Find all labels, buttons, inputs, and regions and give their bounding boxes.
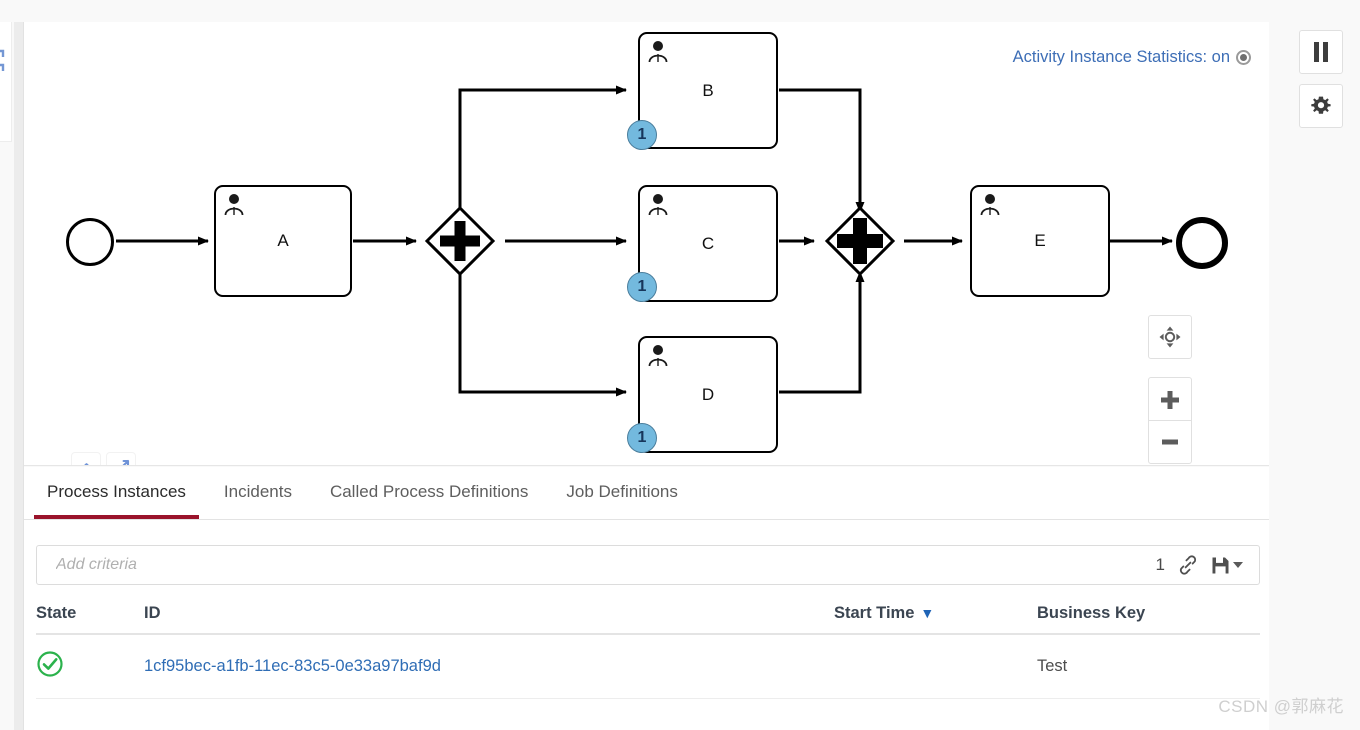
user-task-icon — [648, 194, 668, 216]
clipped-arrow-icon — [0, 49, 5, 71]
join-gateway — [824, 205, 896, 277]
detail-tabs[interactable]: Process Instances Incidents Called Proce… — [24, 467, 1269, 520]
column-header-state[interactable]: State — [36, 598, 144, 635]
zoom-in-button[interactable] — [1148, 377, 1192, 421]
fork-gateway — [424, 205, 496, 277]
process-instance-id-link[interactable]: 1cf95bec-a1fb-11ec-83c5-0e33a97baf9d — [144, 657, 441, 675]
pause-icon — [1314, 42, 1328, 62]
search-tools: 1 — [1156, 555, 1259, 575]
search-input[interactable] — [37, 546, 1156, 584]
pause-button[interactable] — [1299, 30, 1343, 74]
start-event[interactable] — [66, 218, 114, 266]
task-D[interactable]: D — [638, 336, 778, 453]
user-task-icon — [980, 194, 1000, 216]
left-gutter — [0, 0, 14, 730]
left-clipped-panel — [0, 22, 12, 142]
expand-diagram-button[interactable] — [106, 452, 136, 465]
chevron-down-icon — [1233, 562, 1243, 568]
tab-process-instances[interactable]: Process Instances — [34, 482, 199, 519]
cell-start-time — [834, 634, 1037, 699]
copy-link-icon[interactable] — [1178, 555, 1198, 575]
cell-business-key: Test — [1037, 634, 1260, 699]
save-icon — [1212, 557, 1229, 573]
user-task-icon — [224, 194, 244, 216]
activity-instance-badge-C[interactable]: 1 — [627, 272, 657, 302]
user-task-icon — [648, 345, 668, 367]
result-count: 1 — [1155, 555, 1165, 574]
end-event[interactable] — [1176, 217, 1228, 269]
plus-icon — [1161, 390, 1179, 409]
state-completed-icon — [36, 650, 64, 678]
process-instances-table: State ID Start Time ▼ Business Key — [36, 598, 1260, 699]
chain-link-icon — [1179, 555, 1197, 575]
chevron-up-icon — [83, 462, 89, 465]
expand-arrows-icon — [121, 459, 129, 465]
column-header-business-key[interactable]: Business Key — [1037, 598, 1260, 635]
task-label: A — [277, 231, 289, 250]
task-A[interactable]: A — [214, 185, 352, 297]
radio-on-icon — [1236, 50, 1251, 65]
sort-desc-icon: ▼ — [920, 605, 935, 621]
save-filter-button[interactable] — [1211, 556, 1243, 575]
task-label: C — [701, 233, 715, 253]
tab-called-process-definitions[interactable]: Called Process Definitions — [329, 482, 529, 501]
cell-state — [36, 634, 144, 699]
task-label: B — [702, 80, 714, 100]
table-header-row: State ID Start Time ▼ Business Key — [36, 598, 1260, 635]
cell-id: 1cf95bec-a1fb-11ec-83c5-0e33a97baf9d — [144, 634, 834, 699]
task-label: D — [701, 384, 715, 404]
column-header-start-time[interactable]: Start Time ▼ — [834, 598, 1037, 635]
user-task-icon — [648, 41, 668, 63]
column-header-id[interactable]: ID — [144, 598, 834, 635]
task-B[interactable]: B — [638, 32, 778, 149]
statistics-toggle-label: Activity Instance Statistics: on — [1012, 48, 1230, 66]
bpmn-canvas[interactable]: A B 1 C 1 — [24, 22, 1269, 466]
watermark: CSDN @郭麻花 — [1218, 697, 1344, 716]
activity-instance-badge-B[interactable]: 1 — [627, 120, 657, 150]
column-header-start-time-label: Start Time — [834, 604, 915, 622]
gear-icon — [1311, 96, 1331, 114]
crosshair-icon — [1159, 326, 1181, 348]
activity-instance-badge-D[interactable]: 1 — [627, 423, 657, 453]
activity-instance-statistics-toggle[interactable]: Activity Instance Statistics: on — [1013, 48, 1251, 67]
badge-count: 1 — [637, 429, 647, 446]
panel-divider — [14, 22, 24, 730]
settings-button[interactable] — [1299, 84, 1343, 128]
task-label: E — [1034, 231, 1046, 250]
search-bar[interactable]: 1 — [36, 545, 1260, 585]
task-C[interactable]: C — [638, 185, 778, 302]
process-instances-panel: 1 — [24, 520, 1269, 730]
tab-job-definitions[interactable]: Job Definitions — [566, 482, 678, 501]
collapse-diagram-button[interactable] — [71, 452, 101, 465]
badge-count: 1 — [637, 278, 647, 295]
minus-icon — [1162, 439, 1178, 445]
tab-incidents[interactable]: Incidents — [223, 482, 292, 501]
bpmn-connections — [116, 85, 1173, 397]
zoom-out-button[interactable] — [1148, 420, 1192, 464]
task-E[interactable]: E — [970, 185, 1110, 297]
table-row[interactable]: 1cf95bec-a1fb-11ec-83c5-0e33a97baf9d Tes… — [36, 634, 1260, 699]
reset-zoom-button[interactable] — [1148, 315, 1192, 359]
badge-count: 1 — [637, 126, 647, 143]
